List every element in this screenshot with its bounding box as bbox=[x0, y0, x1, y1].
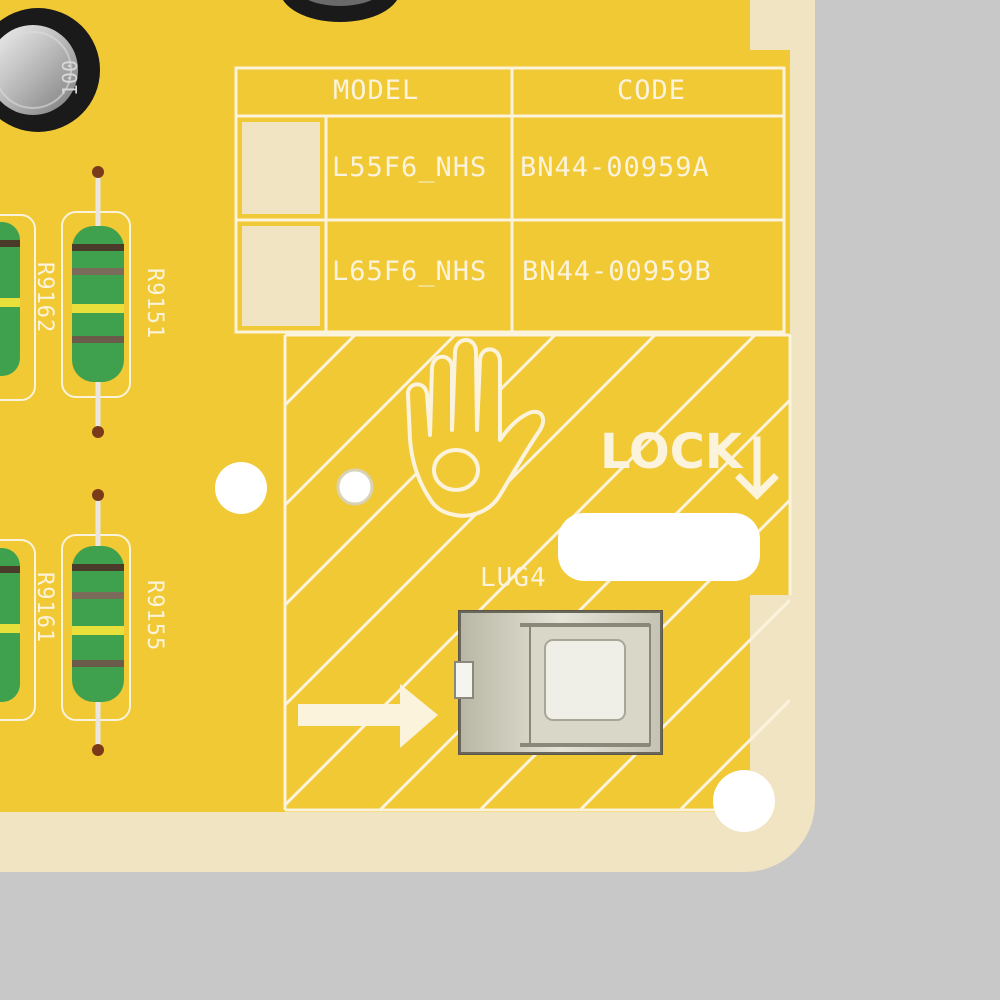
resistor-ref-r9151: R9151 bbox=[142, 268, 167, 340]
lock-slot bbox=[558, 513, 760, 581]
resistor-ref-r9162: R9162 bbox=[32, 262, 57, 334]
resistor-ref-r9161: R9161 bbox=[32, 572, 57, 644]
lock-down-arrow-icon bbox=[735, 436, 779, 500]
table-row-1-code: BN44-00959A bbox=[520, 152, 710, 183]
table-header-model: MODEL bbox=[333, 75, 420, 106]
lug4-label: LUG4 bbox=[480, 563, 547, 593]
electrolytic-capacitor bbox=[0, 8, 100, 132]
table-row-1-model: L55F6_NHS bbox=[332, 152, 488, 183]
via-hole bbox=[336, 468, 374, 506]
resistor-body bbox=[72, 546, 124, 702]
capacitor-marking: 100 bbox=[58, 60, 82, 97]
model-checkbox-2 bbox=[242, 226, 320, 326]
insert-arrow-icon bbox=[298, 684, 438, 748]
table-row-2-model: L65F6_NHS bbox=[332, 256, 488, 287]
model-code-table-lines bbox=[234, 66, 786, 334]
mounting-hole-corner bbox=[713, 770, 775, 832]
resistor-body bbox=[0, 222, 20, 376]
model-checkbox-1 bbox=[242, 122, 320, 214]
resistor-ref-r9155: R9155 bbox=[142, 580, 167, 652]
hand-icon bbox=[406, 338, 546, 518]
hatch-border bbox=[283, 333, 792, 812]
solder-pads bbox=[92, 166, 104, 756]
table-header-code: CODE bbox=[617, 75, 687, 106]
lug4-connector bbox=[454, 610, 663, 755]
lock-label: LOCK bbox=[600, 424, 743, 480]
capacitor-top bbox=[283, 0, 397, 22]
resistor-body bbox=[72, 226, 124, 382]
mounting-hole-left bbox=[215, 462, 267, 514]
pcb-board bbox=[0, 0, 815, 872]
table-row-2-code: BN44-00959B bbox=[522, 256, 712, 287]
resistor-body bbox=[0, 548, 20, 702]
